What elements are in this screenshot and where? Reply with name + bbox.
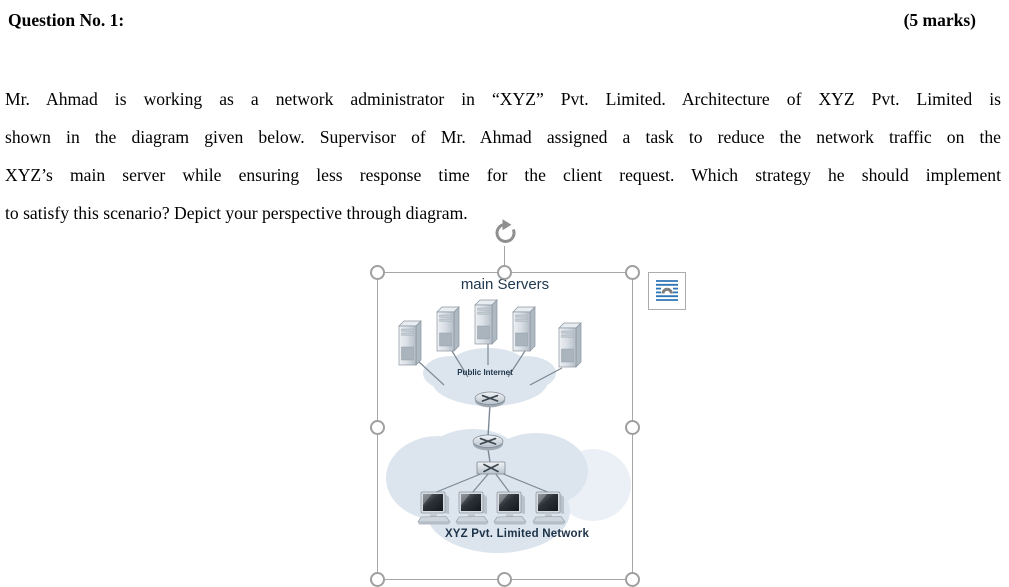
internet-cloud <box>423 348 556 406</box>
network-diagram-graphic <box>386 299 631 553</box>
paragraph-line: to satisfy this scenario? Depict your pe… <box>5 203 468 223</box>
resize-handle-bottom-center[interactable] <box>497 572 512 587</box>
resize-handle-bottom-left[interactable] <box>370 572 385 587</box>
paragraph-line: Mr. Ahmad is working as a network admini… <box>5 89 1001 109</box>
paragraph-line: XYZ’s main server while ensuring less re… <box>5 165 1001 185</box>
connection-lines <box>417 344 563 494</box>
server-icon <box>512 306 536 352</box>
rotate-handle-icon[interactable] <box>489 216 521 248</box>
router-icon <box>474 391 506 409</box>
marks-label: (5 marks) <box>903 10 976 30</box>
layout-options-icon <box>656 280 678 301</box>
layout-options-button[interactable] <box>648 272 686 310</box>
server-icon <box>474 299 498 345</box>
client-pc-icon <box>493 491 527 525</box>
selected-diagram-image[interactable]: main Servers Public Internet XYZ Pvt. Li… <box>377 272 633 580</box>
resize-handle-middle-left[interactable] <box>370 420 385 435</box>
switch-icon <box>476 461 506 475</box>
router-icon <box>472 434 504 452</box>
client-pc-icon <box>455 491 489 525</box>
rotate-handle-stem <box>504 246 505 265</box>
resize-handle-top-right[interactable] <box>625 265 640 280</box>
server-icon <box>398 320 422 366</box>
main-servers-label: main Servers <box>460 276 550 293</box>
resize-handle-top-left[interactable] <box>370 265 385 280</box>
resize-handle-top-center[interactable] <box>497 265 512 280</box>
company-network-label: XYZ Pvt. Limited Network <box>444 528 590 540</box>
resize-handle-bottom-right[interactable] <box>625 572 640 587</box>
client-pc-icon <box>417 491 451 525</box>
question-title: Question No. 1: <box>8 10 125 30</box>
question-paragraph: Mr. Ahmad is working as a network admini… <box>5 80 1001 232</box>
paragraph-line: shown in the diagram given below. Superv… <box>5 127 1001 147</box>
public-internet-label: Public Internet <box>457 368 513 377</box>
server-icon <box>558 322 582 368</box>
server-icon <box>436 306 460 352</box>
resize-handle-middle-right[interactable] <box>625 420 640 435</box>
client-pc-icon <box>532 491 566 525</box>
